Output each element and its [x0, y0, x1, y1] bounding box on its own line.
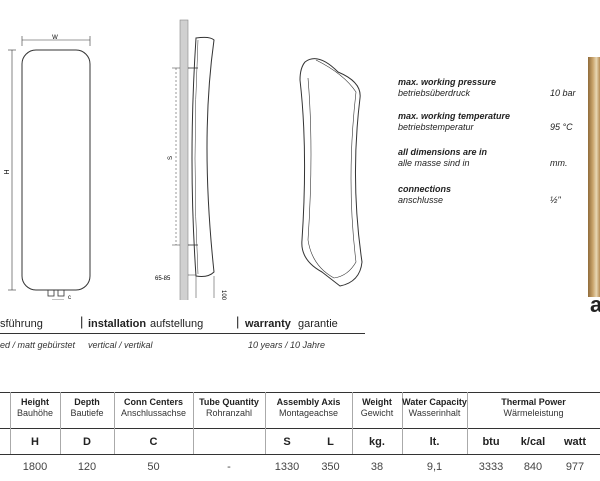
value-depth: 120 — [77, 461, 97, 473]
column-title: Assembly Axis — [276, 397, 341, 407]
value-tube-quantity: - — [227, 461, 231, 473]
finish-value: ed / matt gebürstet — [0, 340, 76, 350]
symbol-assembly-s: S — [283, 436, 291, 448]
spec-subtitle: betriebstemperatur — [398, 122, 474, 132]
spec-value: mm. — [550, 158, 568, 168]
height-label: H — [4, 169, 11, 174]
column-subtitle: Bauhöhe — [16, 408, 54, 418]
warranty-de-label: garantie — [298, 318, 338, 330]
offset-label: 65-85 — [155, 276, 171, 282]
spec-value: ½" — [550, 195, 561, 205]
finish-header-row: sführung | installation aufstellung | wa… — [0, 314, 365, 334]
column-title: Tube Quantity — [199, 397, 259, 407]
value-water-capacity: 9,1 — [426, 461, 443, 473]
column-title: Conn Centers — [123, 397, 183, 407]
value-watt: 977 — [565, 461, 585, 473]
spec-title: all dimensions are in — [398, 147, 488, 157]
spec-title: connections — [398, 184, 452, 194]
column-header-weight: Weight Gewicht — [352, 397, 402, 419]
column-subtitle: Wärmeleistung — [503, 408, 564, 418]
table-mid-rule — [0, 428, 600, 429]
installation-value: vertical / vertikal — [88, 340, 153, 350]
table-top-rule — [0, 392, 600, 393]
value-assembly-s: 1330 — [274, 461, 300, 473]
spec-dimensions: all dimensions are in alle masse sind in — [398, 147, 487, 169]
product-photo — [588, 57, 600, 297]
value-assembly-l: 350 — [321, 461, 340, 473]
spec-subtitle: anschlusse — [398, 195, 444, 205]
installation-de-label: aufstellung — [150, 318, 204, 330]
column-title: Depth — [74, 397, 100, 407]
spec-subtitle: betriebsüberdruck — [398, 88, 471, 98]
header-sep: | — [80, 314, 84, 329]
spec-title: max. working pressure — [398, 77, 497, 87]
symbol-conn-centers: C — [149, 436, 158, 448]
spec-temperature: max. working temperature betriebstempera… — [398, 111, 510, 133]
column-divider — [352, 392, 353, 454]
spec-subtitle: alle masse sind in — [398, 158, 470, 168]
c-label: c — [68, 295, 71, 300]
table-bottom-rule — [0, 454, 600, 455]
column-title: Height — [21, 397, 49, 407]
symbol-weight: kg. — [369, 436, 385, 448]
column-header-depth: Depth Bautiefe — [60, 397, 114, 419]
finish-underline — [0, 333, 365, 334]
symbol-kcal: k/cal — [520, 436, 546, 448]
spec-pressure: max. working pressure betriebsüberdruck — [398, 77, 496, 99]
column-subtitle: Bautiefe — [70, 408, 104, 418]
column-header-tube-quantity: Tube Quantity Rohranzahl — [193, 397, 265, 419]
symbol-water-capacity: lt. — [429, 436, 440, 448]
side-letter: a — [590, 292, 600, 317]
value-height: 1800 — [22, 461, 48, 473]
column-divider — [193, 392, 194, 454]
column-title: Thermal Power — [501, 397, 566, 407]
symbol-height: H — [31, 436, 39, 448]
column-header-height: Height Bauhöhe — [10, 397, 60, 419]
value-weight: 38 — [370, 461, 384, 473]
column-header-water-capacity: Water Capacity Wasserinhalt — [402, 397, 467, 419]
spec-connections: connections anschlusse — [398, 184, 451, 206]
column-title: Water Capacity — [402, 397, 467, 407]
technical-drawings: W H c S 65-85 100 — [4, 19, 363, 300]
symbol-btu: btu — [482, 436, 500, 448]
depth-label: 100 — [220, 290, 226, 300]
column-subtitle: Rohranzahl — [205, 408, 253, 418]
column-subtitle: Anschlussachse — [120, 408, 187, 418]
column-title: Weight — [362, 397, 392, 407]
spec-value: 10 bar — [550, 88, 576, 98]
side-view-drawing — [172, 19, 215, 300]
s-label: S — [168, 156, 174, 160]
value-btu: 3333 — [478, 461, 504, 473]
symbol-assembly-l: L — [327, 436, 334, 448]
width-label: W — [52, 35, 58, 41]
symbol-watt: watt — [564, 436, 586, 448]
symbol-depth: D — [83, 436, 91, 448]
column-subtitle: Wasserinhalt — [408, 408, 461, 418]
column-divider — [60, 392, 61, 454]
column-divider — [10, 392, 11, 454]
perspective-view-drawing — [299, 58, 363, 287]
column-header-thermal-power: Thermal Power Wärmeleistung — [467, 397, 600, 419]
header-sep: | — [236, 314, 240, 329]
column-divider — [265, 392, 266, 454]
spec-title: max. working temperature — [398, 111, 511, 121]
warranty-label: warranty — [245, 318, 291, 330]
column-subtitle: Montageachse — [278, 408, 339, 418]
warranty-value: 10 years / 10 Jahre — [248, 340, 326, 350]
column-header-conn-centers: Conn Centers Anschlussachse — [114, 397, 193, 419]
front-view-drawing — [8, 36, 91, 300]
installation-label: installation — [88, 318, 147, 330]
value-conn-centers: 50 — [147, 461, 160, 473]
column-divider — [402, 392, 403, 454]
finish-label: sführung — [0, 318, 43, 330]
column-divider — [114, 392, 115, 454]
column-subtitle: Gewicht — [360, 408, 394, 418]
column-header-assembly-axis: Assembly Axis Montageachse — [265, 397, 352, 419]
column-divider — [467, 392, 468, 454]
value-kcal: 840 — [523, 461, 543, 473]
spec-value: 95 °C — [550, 122, 573, 132]
